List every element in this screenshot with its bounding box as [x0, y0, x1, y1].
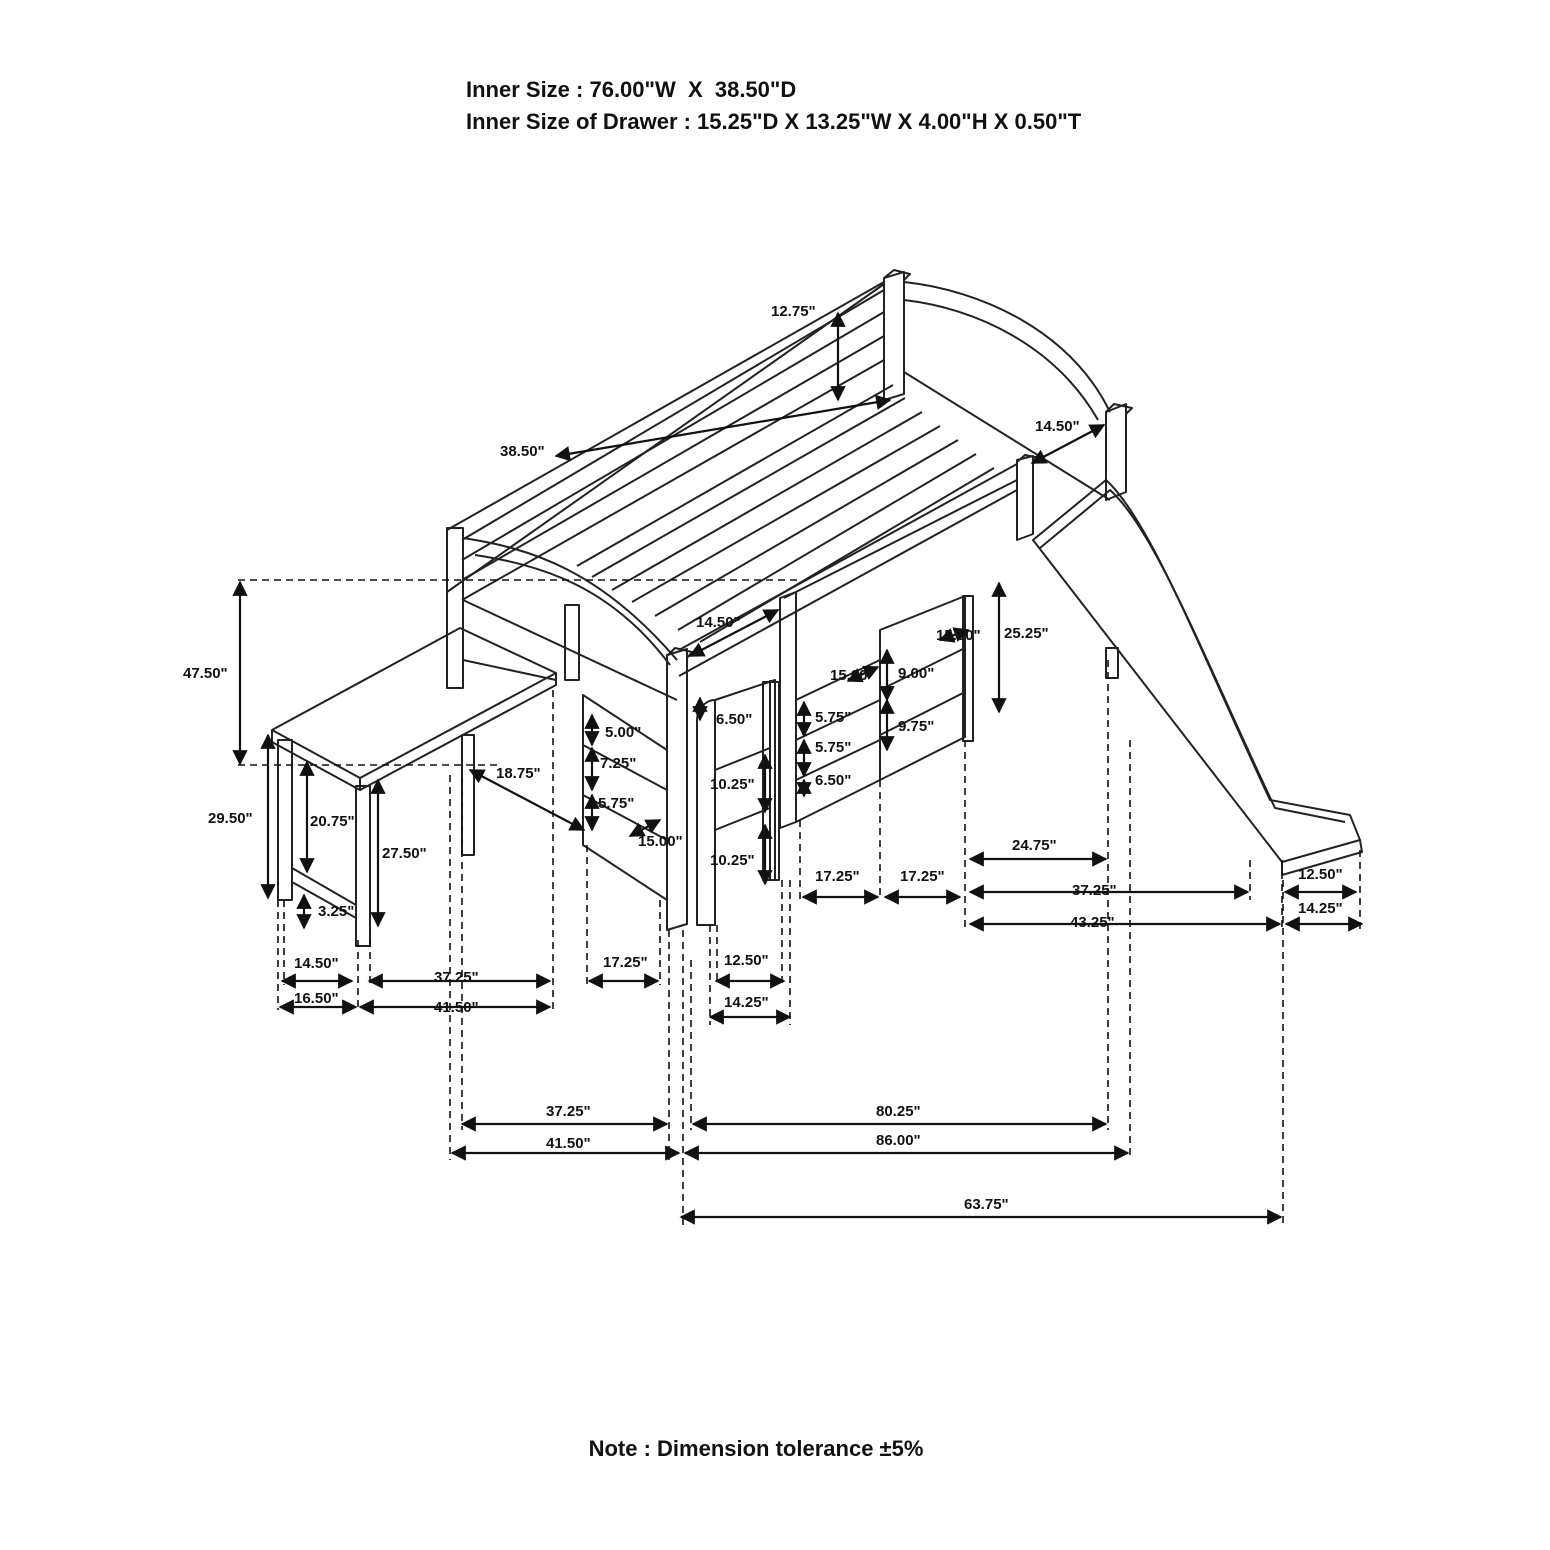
dim-12-50-slide: 12.50" [1298, 866, 1343, 883]
dim-5-75-upper: 5.75" [815, 709, 851, 726]
dim-17-25-right: 17.25" [900, 868, 945, 885]
dim-43-25: 43.25" [1070, 914, 1115, 931]
dim-5-00: 5.00" [605, 724, 641, 741]
bed-frame-outline [271, 269, 1363, 947]
tolerance-note: Note : Dimension tolerance ±5% [588, 1436, 924, 1461]
dim-12-50-ladder: 12.50" [724, 952, 769, 969]
dim-47-50: 47.50" [183, 665, 228, 682]
dim-15-00-desk: 15.00" [638, 833, 683, 850]
dim-17-25-desk: 17.25" [603, 954, 648, 971]
dim-29-50: 29.50" [208, 810, 253, 827]
dim-86-00: 86.00" [876, 1132, 921, 1149]
dim-10-25-upper: 10.25" [710, 776, 755, 793]
dim-9-75: 9.75" [898, 718, 934, 735]
dimension-arrows [232, 311, 1364, 1225]
dimension-labels: 12.75" 38.50" 14.50" 14.50" 47.50" 29.50… [183, 303, 1343, 1213]
dim-6-50-cabinet: 6.50" [815, 772, 851, 789]
dim-24-75: 24.75" [1012, 837, 1057, 854]
drawer-inner-size-heading: Inner Size of Drawer : 15.25"D X 13.25"W… [466, 109, 1082, 134]
dim-38-50: 38.50" [500, 443, 545, 460]
dim-27-50: 27.50" [382, 845, 427, 862]
dim-14-50-desk: 14.50" [294, 955, 339, 972]
dim-63-75: 63.75" [964, 1196, 1009, 1213]
dim-14-25-slide: 14.25" [1298, 900, 1343, 917]
dim-9-00: 9.00" [898, 665, 934, 682]
dim-7-25: 7.25" [600, 755, 636, 772]
extension-lines [238, 579, 1361, 1225]
dim-16-50: 16.50" [294, 990, 339, 1007]
dim-5-75-desk: 5.75" [598, 795, 634, 812]
dim-14-50-head: 14.50" [1035, 418, 1080, 435]
dim-37-25-desk: 37.25" [434, 969, 479, 986]
dim-20-75: 20.75" [310, 813, 355, 830]
dim-80-25: 80.25" [876, 1103, 921, 1120]
dim-6-50-ladder: 6.50" [716, 711, 752, 728]
dim-37-25-slide: 37.25" [1072, 882, 1117, 899]
dim-41-50-desk: 41.50" [434, 999, 479, 1016]
dim-3-25: 3.25" [318, 903, 354, 920]
dim-41-50-bottom: 41.50" [546, 1135, 591, 1152]
dim-12-75: 12.75" [771, 303, 816, 320]
dim-18-75: 18.75" [496, 765, 541, 782]
dim-37-25-bottom: 37.25" [546, 1103, 591, 1120]
inner-size-heading: Inner Size : 76.00"W X 38.50"D [466, 77, 797, 102]
dim-17-25-left: 17.25" [815, 868, 860, 885]
dim-14-25-ladder: 14.25" [724, 994, 769, 1011]
dim-25-25: 25.25" [1004, 625, 1049, 642]
dim-15-00-shelf: 15.00" [936, 627, 981, 644]
dim-15-00-cabinet: 15.00" [830, 667, 875, 684]
dim-5-75-lower: 5.75" [815, 739, 851, 756]
dim-14-50-foot: 14.50" [696, 614, 741, 631]
dim-10-25-lower: 10.25" [710, 852, 755, 869]
